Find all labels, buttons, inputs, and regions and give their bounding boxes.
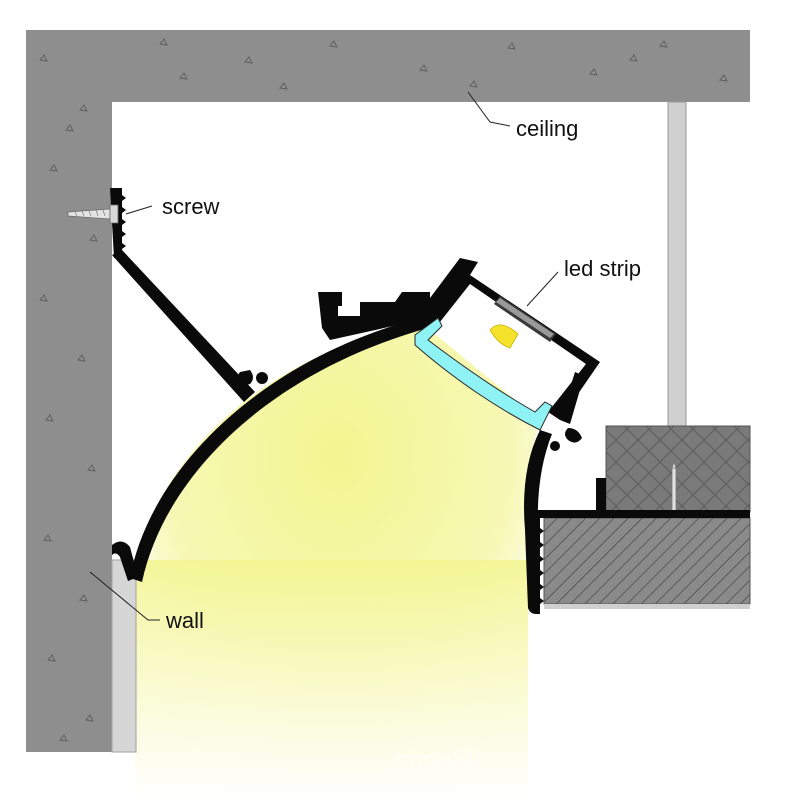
ceiling-leader [467,91,511,127]
gypsum-board-lower [543,517,751,609]
light-beam [135,322,540,800]
wall-slab [26,30,112,752]
led-strip-leader [526,271,559,307]
led-strip-module [489,296,556,349]
wall-label: wall [165,608,204,633]
wall-screw [67,204,119,224]
diffuser-lens [414,317,553,431]
wall-plaster-strip [111,559,137,753]
screw-label: screw [162,194,220,219]
aluminium-profile [110,188,750,614]
gypsum-screw [671,460,677,519]
gypsum-block-upper [605,425,751,513]
watermark: shop80 [396,744,481,774]
led-strip-label: led strip [564,256,641,281]
screw-leader [125,205,153,215]
ceiling-hanger [667,101,687,427]
wall-leader [89,571,160,621]
ceiling-label: ceiling [516,116,578,141]
concrete-aggregate [39,38,728,742]
ceiling-slab [26,30,750,102]
